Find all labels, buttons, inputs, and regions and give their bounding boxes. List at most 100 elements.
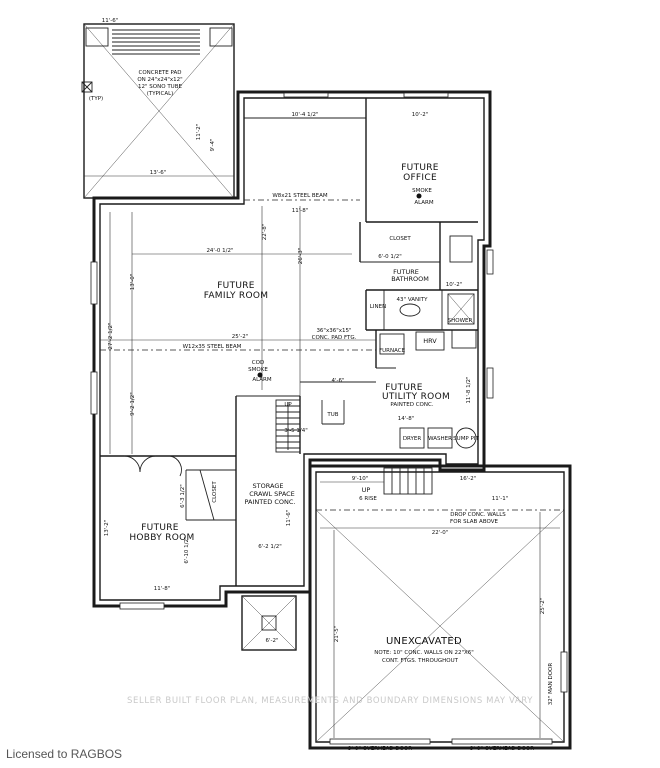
svg-text:6'-10 1/2": 6'-10 1/2" [184,536,190,563]
svg-text:6'-2 1/2": 6'-2 1/2" [258,544,282,550]
up-garage-label: UP [362,486,371,494]
dim-garage-step2: 16'-2" [460,476,477,482]
svg-text:25'-2": 25'-2" [232,334,249,340]
closet-hobby-label: CLOSET [212,481,218,503]
drop-walls-note: DROP CONC. WALLS FOR SLAB ABOVE [450,512,506,525]
washer-label: WASHER [428,436,452,442]
dim-garage-depth-right: 25'-2" [540,598,546,615]
family-room-label: FUTURE FAMILY ROOM [204,281,269,301]
svg-text:FUTURE: FUTURE [393,268,419,276]
family-smoke-alarm: COD SMOKE ALARM [248,360,272,383]
dim-deck-width: 11'-6" [102,18,119,24]
svg-text:14'-8": 14'-8" [398,416,415,422]
svg-text:13'-2": 13'-2" [104,520,110,537]
office-label: FUTURE OFFICE [401,163,439,183]
label-typ: (TYP) [89,96,103,102]
svg-text:24'-0 1/2": 24'-0 1/2" [206,248,233,254]
dim-garage-width: 22'-0" [432,530,449,536]
svg-text:DROP CONC. WALLS: DROP CONC. WALLS [450,512,506,518]
shower-label: SHOWER [448,318,473,324]
svg-text:HOBBY ROOM: HOBBY ROOM [129,533,194,543]
unexcavated-note: NOTE: 10" CONC. WALLS ON 22"X6" CONT. FT… [374,650,474,664]
svg-text:6'-0 1/2": 6'-0 1/2" [378,254,402,260]
garage-area [308,464,572,750]
dim-porch: 6'-2" [265,638,278,644]
svg-text:PAINTED CONC.: PAINTED CONC. [244,498,295,506]
svg-text:FUTURE: FUTURE [401,163,439,173]
utility-room-label: FUTURE UTILITY ROOM PAINTED CONC. [382,383,450,408]
svg-text:PAINTED CONC.: PAINTED CONC. [390,402,433,408]
furnace-label: FURNACE [379,348,406,354]
svg-text:CRAWL SPACE: CRAWL SPACE [249,490,295,498]
svg-text:ON 24"x24"x12": ON 24"x24"x12" [137,77,182,83]
svg-text:11'-8": 11'-8" [154,586,171,592]
man-door-label: 32" MAN DOOR [548,663,554,706]
svg-text:FUTURE: FUTURE [385,383,423,393]
hobby-doors [123,455,215,521]
family-dimension-lines [100,206,376,454]
svg-text:4'-6": 4'-6" [331,378,344,384]
svg-text:11'-6": 11'-6" [286,510,292,527]
svg-text:FAMILY ROOM: FAMILY ROOM [204,291,269,301]
dimension-labels: 10'-4 1/2" 10'-2" 11'-8" 24'-0 1/2" 22'-… [104,112,472,592]
license-text: Licensed to RAGBOS [6,747,123,761]
dim-deck-side: 11'-2" [196,124,202,141]
steel-beam-lower-label: W12x35 STEEL BEAM [183,344,242,350]
dim-garage-upper: 11'-1" [492,496,509,502]
svg-text:COD: COD [252,360,264,366]
svg-text:27'-2 1/2": 27'-2 1/2" [108,322,114,349]
conc-pad-ftg-note: 36"x36"x15" CONC. PAD FTG. [312,328,357,341]
svg-text:FUTURE: FUTURE [217,281,255,291]
bathroom-label: FUTURE BATHROOM [391,268,429,283]
svg-text:STORAGE: STORAGE [253,482,284,490]
svg-text:SMOKE: SMOKE [412,188,432,194]
svg-text:UTILITY ROOM: UTILITY ROOM [382,392,450,402]
watermark: SELLER BUILT FLOOR PLAN, MEASUREMENTS AN… [127,696,533,706]
exterior-walls [90,90,494,610]
svg-text:(TYPICAL): (TYPICAL) [147,91,174,97]
svg-text:10'-2": 10'-2" [412,112,429,118]
up-stair-label: UP [284,402,292,408]
svg-text:6'-3 1/2": 6'-3 1/2" [180,484,186,508]
dim-deck-depth: 13'-6" [150,170,167,176]
svg-text:3'-5 1/4": 3'-5 1/4" [284,428,308,434]
dim-garage-depth-left: 21'-5" [334,626,340,643]
overhead-door-right-label: 9'-0" OVERHEAD DOOR [470,746,534,752]
hobby-room-label: FUTURE HOBBY ROOM [129,523,194,543]
sump-label: SUMP PIT [453,436,479,442]
svg-text:36"x36"x15": 36"x36"x15" [316,328,351,334]
dim-deck-inner: 9'-4" [210,138,216,151]
svg-text:FUTURE: FUTURE [141,523,179,533]
svg-text:22'-8": 22'-8" [262,224,268,241]
svg-text:10'-2": 10'-2" [446,282,463,288]
front-porch [241,595,297,651]
dryer-label: DRYER [403,436,422,442]
storage-label: STORAGE CRAWL SPACE PAINTED CONC. [244,482,295,506]
svg-text:ALARM: ALARM [252,377,272,383]
svg-text:9'-2 1/2": 9'-2 1/2" [130,392,136,416]
dim-garage-step: 9'-10" [352,476,369,482]
svg-text:BATHROOM: BATHROOM [391,275,429,283]
utility-fixtures [379,235,477,449]
svg-text:CONC. PAD FTG.: CONC. PAD FTG. [312,335,357,341]
concrete-pad-note: CONCRETE PAD ON 24"x24"x12" 12" SONO TUB… [137,70,182,97]
steel-beam-upper-label: W8x21 STEEL BEAM [272,193,328,199]
linen-label: LINEN [370,304,386,310]
unexcavated-label: UNEXCAVATED [386,636,462,647]
hrv-label: HRV [423,337,437,345]
svg-text:11'-8 1/2": 11'-8 1/2" [466,376,472,403]
office-smoke-alarm: SMOKE ALARM [412,188,434,206]
svg-text:OFFICE: OFFICE [403,173,437,183]
svg-text:13'-0": 13'-0" [130,274,136,291]
svg-text:CONT. FTGS. THROUGHOUT: CONT. FTGS. THROUGHOUT [382,658,459,664]
svg-text:11'-8": 11'-8" [292,208,309,214]
svg-text:FOR SLAB ABOVE: FOR SLAB ABOVE [450,519,498,525]
svg-text:NOTE: 10" CONC. WALLS ON 22"X6: NOTE: 10" CONC. WALLS ON 22"X6" [374,650,474,656]
risers-label: 6 RISE [359,496,377,502]
overhead-door-left-label: 9'-0" OVERHEAD DOOR [348,746,412,752]
svg-text:26'-3": 26'-3" [298,248,304,265]
main-stair [275,399,301,453]
svg-text:SMOKE: SMOKE [248,367,268,373]
interior-walls [100,98,478,586]
